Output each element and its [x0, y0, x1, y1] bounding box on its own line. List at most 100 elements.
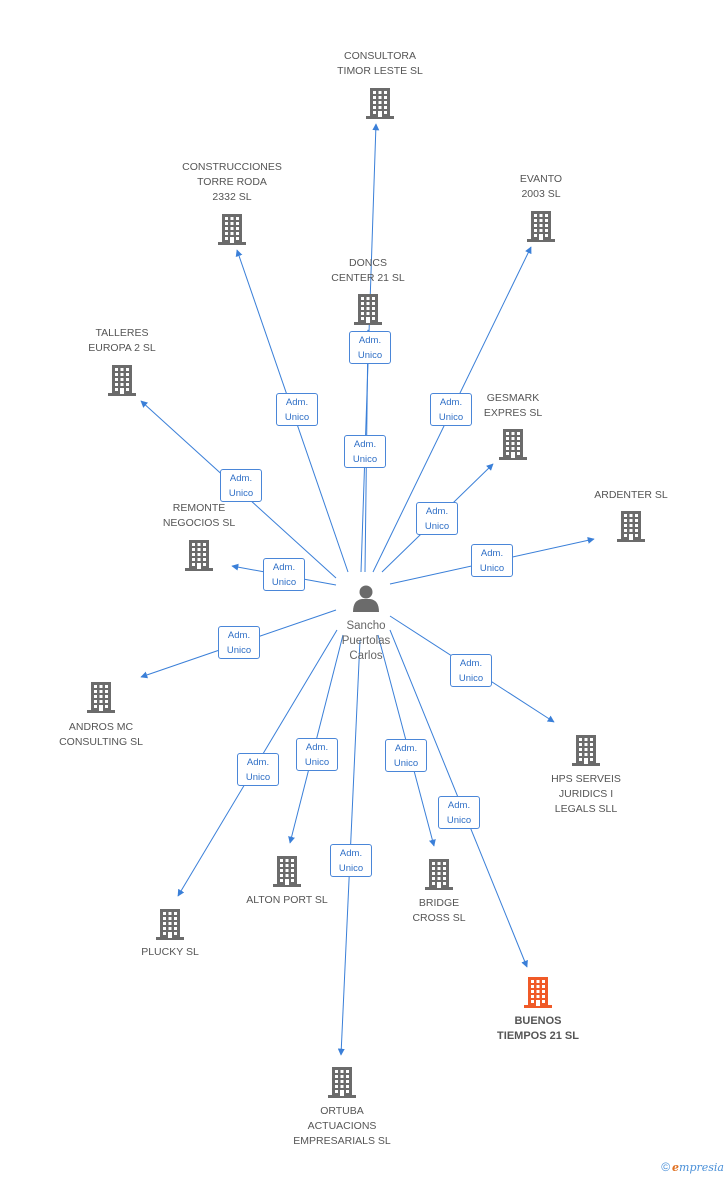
company-label-line: 2332 SL: [212, 191, 252, 203]
company-label-ardenter[interactable]: ARDENTER SL: [594, 488, 668, 503]
role-badge-plucky[interactable]: Adm. Unico: [237, 753, 279, 786]
company-label-line: EMPRESARIALS SL: [293, 1135, 391, 1147]
brand-name: mpresia: [679, 1161, 724, 1174]
person-name-line: Puertolas: [341, 635, 391, 647]
role-badge-doncs-center-21[interactable]: Adm.Unico: [344, 435, 386, 468]
role-badge-text: Adm.: [425, 506, 449, 517]
company-label-line: ANDROS MC: [68, 721, 134, 733]
role-badge-text: Adm.: [229, 473, 253, 484]
role-badge-text: Unico: [245, 772, 271, 783]
company-label-line: NEGOCIOS SL: [162, 517, 236, 529]
person-node[interactable]: [353, 585, 379, 613]
role-badge-buenos-tiempos-21[interactable]: Adm. Unico: [438, 796, 480, 829]
role-badge-evanto-2003[interactable]: Adm.Unico: [430, 393, 472, 426]
company-label-evanto-2003[interactable]: EVANTO 2003 SL: [520, 172, 562, 202]
role-badge-text: Unico: [284, 412, 310, 423]
role-badge-text: Unico: [393, 758, 419, 769]
company-label-gesmark-expres[interactable]: GESMARK EXPRES SL: [484, 391, 542, 421]
company-label-plucky[interactable]: PLUCKY SL: [141, 945, 199, 960]
company-label-line: EVANTO: [519, 173, 563, 185]
role-badge-text: Unico: [357, 350, 383, 361]
role-badge-bridge-cross[interactable]: Adm.Unico: [385, 739, 427, 772]
company-label-line: ARDENTER SL: [594, 489, 668, 501]
person-name-line: Carlos: [349, 650, 383, 662]
building-icon[interactable]: [182, 537, 216, 578]
building-icon[interactable]: [521, 974, 555, 1015]
role-badge-text: Unico: [458, 673, 484, 684]
role-badge-ardenter[interactable]: Adm. Unico: [471, 544, 513, 577]
role-badge-text: Adm.: [246, 757, 270, 768]
building-icon[interactable]: [325, 1064, 359, 1105]
company-label-doncs-center-21[interactable]: DONCS CENTER 21 SL: [331, 256, 405, 286]
role-badge-text: Adm.: [447, 800, 471, 811]
building-icon[interactable]: [351, 291, 385, 332]
company-label-line: TORRE RODA: [197, 176, 267, 188]
role-badge-text: Unico: [424, 521, 450, 532]
role-badge-text: Adm.: [358, 335, 382, 346]
company-label-talleres-europa-2[interactable]: TALLERES EUROPA 2 SL: [88, 326, 156, 356]
role-badge-text: Unico: [226, 645, 252, 656]
company-label-line: CENTER 21 SL: [331, 272, 405, 284]
role-badge-text: Unico: [479, 563, 505, 574]
company-label-line: CROSS SL: [412, 912, 466, 924]
company-label-line: EXPRES SL: [483, 407, 543, 419]
role-badge-text: Adm.: [459, 658, 483, 669]
building-icon[interactable]: [153, 906, 187, 947]
role-badge-gesmark-expres[interactable]: Adm. Unico: [416, 502, 458, 535]
role-badge-text: Adm.: [480, 548, 504, 559]
building-icon[interactable]: [569, 732, 603, 773]
company-label-line: TIMOR LESTE SL: [337, 65, 423, 77]
role-badge-ortuba-actuaciones[interactable]: Adm.Unico: [330, 844, 372, 877]
company-label-line: TALLERES: [95, 327, 149, 339]
footer-brand[interactable]: ©empresia: [661, 1160, 724, 1174]
role-badge-andros-mc-consulting[interactable]: Adm.Unico: [218, 626, 260, 659]
building-icon[interactable]: [363, 85, 397, 126]
company-label-construcciones-torre-roda[interactable]: CONSTRUCCIONES TORRE RODA 2332 SL: [182, 160, 282, 205]
role-badge-text: Adm.: [285, 397, 309, 408]
role-badge-text: Unico: [446, 815, 472, 826]
building-icon[interactable]: [524, 208, 558, 249]
company-label-line: DONCS: [349, 257, 387, 269]
role-badge-remonte-negocios[interactable]: Adm. Unico: [263, 558, 305, 591]
building-icon[interactable]: [215, 211, 249, 252]
role-badge-text: Adm.: [339, 848, 363, 859]
role-badge-talleres-europa-2[interactable]: Adm.Unico: [220, 469, 262, 502]
company-label-line: CONSTRUCCIONES: [182, 161, 282, 173]
company-label-line: EUROPA 2 SL: [88, 342, 156, 354]
role-badge-construcciones-torre-roda[interactable]: Adm. Unico: [276, 393, 318, 426]
company-label-line: ACTUACIONS: [307, 1120, 377, 1132]
company-label-line: BUENOS: [514, 1015, 562, 1027]
building-icon[interactable]: [422, 856, 456, 897]
company-label-line: PLUCKY SL: [141, 946, 199, 958]
role-badge-text: Adm.: [272, 562, 296, 573]
role-badge-text: Adm.: [305, 742, 329, 753]
company-label-line: LEGALS SLL: [554, 803, 618, 815]
brand-initial: e: [672, 1161, 680, 1174]
company-label-line: 2003 SL: [521, 188, 561, 200]
building-icon[interactable]: [496, 426, 530, 467]
company-label-line: CONSULTORA: [344, 50, 416, 62]
role-badge-text: Unico: [304, 757, 330, 768]
role-badge-alton-port[interactable]: Adm. Unico: [296, 738, 338, 771]
building-icon[interactable]: [614, 508, 648, 549]
company-label-line: GESMARK: [486, 392, 540, 404]
role-badge-hps-serveis[interactable]: Adm. Unico: [450, 654, 492, 687]
role-badge-consultora-timor-leste[interactable]: Adm. Unico: [349, 331, 391, 364]
company-label-line: ALTON PORT SL: [246, 894, 328, 906]
role-badge-text: Unico: [438, 412, 464, 423]
company-label-consultora-timor-leste[interactable]: CONSULTORA TIMOR LESTE SL: [337, 49, 423, 79]
building-icon[interactable]: [270, 853, 304, 894]
company-label-line: JURIDICS I: [558, 788, 614, 800]
role-badge-text: Unico: [271, 577, 297, 588]
building-icon[interactable]: [84, 679, 118, 720]
company-label-alton-port[interactable]: ALTON PORT SL: [246, 893, 328, 908]
person-name-line: Sancho: [346, 620, 386, 632]
building-icon[interactable]: [105, 362, 139, 403]
